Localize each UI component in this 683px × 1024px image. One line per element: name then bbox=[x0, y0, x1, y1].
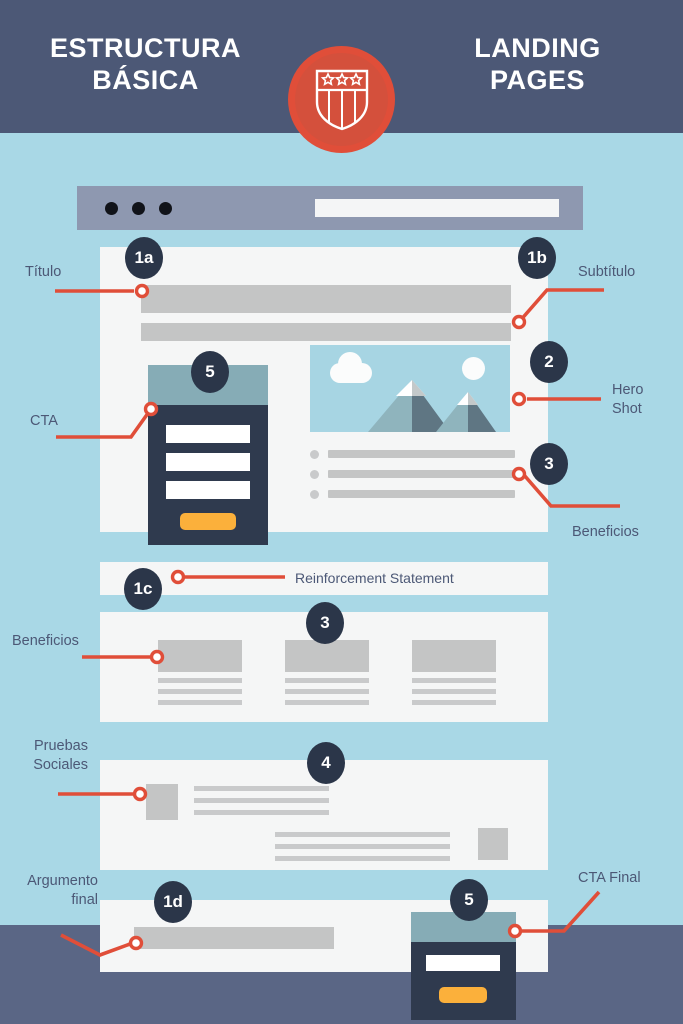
shield-glyph bbox=[315, 69, 369, 131]
step-badge-4: 4 bbox=[307, 742, 345, 784]
cta-final-body bbox=[411, 942, 516, 1020]
cloud-icon bbox=[330, 352, 372, 383]
benefit-column-1 bbox=[158, 640, 242, 705]
cta-form-widget-main[interactable] bbox=[148, 365, 268, 545]
callout-label-cta-final: CTA Final bbox=[578, 870, 641, 886]
browser-dot-1-icon bbox=[105, 202, 118, 215]
argumento-line2: final bbox=[71, 892, 98, 908]
browser-dot-2-icon bbox=[132, 202, 145, 215]
bullet-dot-icon bbox=[310, 450, 319, 459]
sun-icon bbox=[462, 357, 485, 380]
step-badge-5-final: 5 bbox=[450, 879, 488, 921]
snow-cap-b-shade bbox=[468, 392, 478, 405]
testimonial-line bbox=[275, 844, 450, 849]
benefit-text-line bbox=[158, 689, 242, 694]
callout-label-pruebas-sociales: Pruebas Sociales bbox=[0, 737, 88, 775]
step-badge-1b: 1b bbox=[518, 237, 556, 279]
testimonial-line bbox=[275, 832, 450, 837]
cta-input-field-2[interactable] bbox=[166, 453, 250, 471]
benefit-text-line bbox=[158, 700, 242, 705]
benefit-text-line bbox=[412, 700, 496, 705]
reinforcement-statement-text: Reinforcement Statement bbox=[295, 570, 454, 586]
benefit-text-line bbox=[158, 678, 242, 683]
cta-form-widget-final[interactable] bbox=[411, 912, 516, 1020]
bullet-text-placeholder bbox=[328, 470, 515, 478]
benefit-image-placeholder bbox=[158, 640, 242, 672]
benefit-image-placeholder bbox=[285, 640, 369, 672]
browser-chrome-bar bbox=[77, 186, 583, 230]
step-badge-2: 2 bbox=[530, 341, 568, 383]
shield-stars-icon bbox=[288, 46, 395, 153]
testimonial-line bbox=[194, 786, 329, 791]
benefit-text-line bbox=[285, 700, 369, 705]
callout-label-argumento-final: Argumento final bbox=[0, 872, 98, 910]
step-badge-1a: 1a bbox=[125, 237, 163, 279]
header-title-right-line2: PAGES bbox=[489, 65, 586, 95]
bullet-dot-icon bbox=[310, 490, 319, 499]
benefit-text-line bbox=[285, 678, 369, 683]
argumento-line1: Argumento bbox=[27, 873, 98, 889]
hero-shot-image bbox=[310, 345, 510, 432]
address-bar-input[interactable] bbox=[315, 199, 559, 217]
step-badge-1c: 1c bbox=[124, 568, 162, 610]
hero-benefits-list bbox=[310, 447, 515, 507]
benefit-column-3 bbox=[412, 640, 496, 705]
callout-label-beneficios-cols: Beneficios bbox=[12, 633, 79, 649]
callout-label-hero-shot: Hero Shot bbox=[612, 381, 682, 419]
step-badge-3-hero: 3 bbox=[530, 443, 568, 485]
testimonial-line bbox=[194, 798, 329, 803]
hero-shot-line2: Shot bbox=[612, 401, 642, 417]
bullet-text-placeholder bbox=[328, 450, 515, 458]
snow-cap-a-shade bbox=[412, 380, 426, 396]
browser-dot-3-icon bbox=[159, 202, 172, 215]
cta-input-field-1[interactable] bbox=[166, 425, 250, 443]
list-item bbox=[310, 467, 515, 487]
header-title-left: ESTRUCTURA BÁSICA bbox=[28, 32, 263, 96]
callout-label-beneficios-hero: Beneficios bbox=[572, 524, 639, 540]
callout-label-subtitulo: Subtítulo bbox=[578, 264, 636, 280]
hero-subtitle-placeholder bbox=[141, 323, 511, 341]
pruebas-line2: Sociales bbox=[33, 757, 88, 773]
step-badge-5-main: 5 bbox=[191, 351, 229, 393]
benefit-text-line bbox=[285, 689, 369, 694]
bullet-dot-icon bbox=[310, 470, 319, 479]
list-item bbox=[310, 447, 515, 467]
step-badge-1d: 1d bbox=[154, 881, 192, 923]
cta-form-body bbox=[148, 405, 268, 545]
pruebas-line1: Pruebas bbox=[33, 738, 88, 754]
cta-submit-button[interactable] bbox=[180, 513, 236, 530]
bullet-text-placeholder bbox=[328, 490, 515, 498]
benefit-image-placeholder bbox=[412, 640, 496, 672]
avatar bbox=[146, 784, 178, 820]
hero-shot-line1: Hero bbox=[612, 382, 644, 398]
avatar bbox=[478, 828, 508, 860]
benefit-text-line bbox=[412, 678, 496, 683]
hero-title-placeholder bbox=[141, 285, 511, 313]
header-title-left-line1: ESTRUCTURA bbox=[50, 33, 241, 63]
list-item bbox=[310, 487, 515, 507]
testimonial-line bbox=[194, 810, 329, 815]
callout-label-cta: CTA bbox=[30, 413, 58, 429]
header-title-right: LANDING PAGES bbox=[420, 32, 655, 96]
step-badge-3-cols: 3 bbox=[306, 602, 344, 644]
cta-final-input-field[interactable] bbox=[426, 955, 500, 971]
testimonial-line bbox=[275, 856, 450, 861]
benefit-column-2 bbox=[285, 640, 369, 705]
header-title-left-line2: BÁSICA bbox=[92, 65, 199, 95]
cta-input-field-3[interactable] bbox=[166, 481, 250, 499]
final-argument-placeholder bbox=[134, 927, 334, 949]
callout-label-titulo: Título bbox=[25, 264, 62, 280]
benefit-text-line bbox=[412, 689, 496, 694]
cta-final-submit-button[interactable] bbox=[439, 987, 487, 1003]
reinforcement-statement-panel: Reinforcement Statement bbox=[100, 562, 548, 595]
header-title-right-line1: LANDING bbox=[474, 33, 601, 63]
